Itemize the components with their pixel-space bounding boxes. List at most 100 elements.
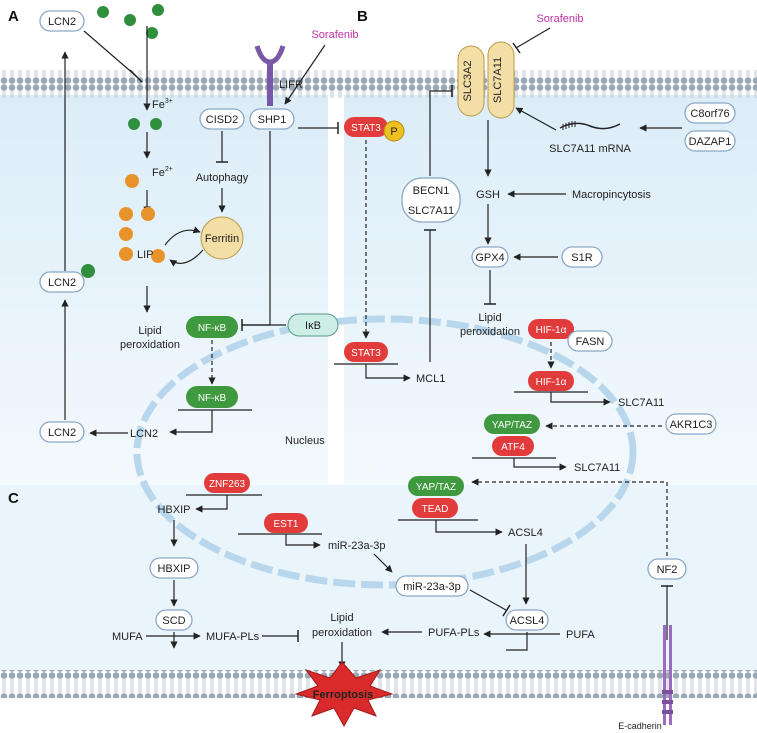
dazap1-label: DAZAP1 (689, 136, 732, 148)
hbxip-2-box (149, 557, 199, 579)
panel-b-label: B (357, 8, 368, 25)
acsl4-1-label: ACSL4 (508, 527, 543, 539)
hif-2-label: HIF-1α (536, 377, 567, 388)
ferroptosis-label: Ferroptosis (313, 689, 374, 701)
cytoplasm-region-top (0, 95, 757, 485)
mir-1-label: miR-23a-3p (328, 540, 385, 552)
mufa-pls-label: MUFA-PLs (206, 631, 260, 643)
acsl4-2-label: ACSL4 (510, 615, 545, 627)
ferroptosis-starburst (294, 661, 394, 728)
znf263-label: ZNF263 (209, 479, 246, 490)
yaptaz-box-1 (484, 414, 540, 434)
panel-divider (328, 95, 344, 485)
akr1c3-box (665, 413, 717, 435)
yap-2-label: YAP/TAZ (416, 482, 456, 493)
macropino-label: Macropincytosis (572, 189, 651, 201)
plasma-membrane-top (0, 70, 757, 98)
cytoplasm-region-bottom (0, 485, 757, 670)
lcn2-mid-label: LCN2 (48, 277, 76, 289)
fe3-label: Fe3+ (152, 98, 173, 111)
fe2-iron-dot (125, 174, 139, 188)
sorafenib-b-label: Sorafenib (536, 13, 583, 25)
mufa-label: MUFA (112, 631, 143, 643)
nfkb-box-2 (186, 386, 238, 408)
nfkb-1-label: NF-κB (198, 323, 227, 334)
panel-a-label: A (8, 8, 19, 25)
lipid-perox-b-line2: peroxidation (460, 326, 520, 338)
hif1a-box-1 (528, 319, 574, 339)
lcn2-box-low (39, 421, 85, 443)
scd-box (155, 609, 193, 631)
hbxip-1-label: HBXIP (157, 504, 190, 516)
c8orf76-label: C8orf76 (690, 108, 729, 120)
slc7a11-out2-label: SLC7A11 (574, 462, 620, 474)
yaptaz-box-2 (408, 476, 464, 496)
stat3p-box (344, 117, 388, 137)
lip-iron-dots (119, 227, 165, 263)
becn1-label: BECN1 (413, 185, 450, 197)
atf4-box (492, 436, 534, 456)
mrna-label: SLC7A11 mRNA (549, 143, 631, 155)
lcn2-top-label: LCN2 (48, 16, 76, 28)
lipid-perox-a-line1: Lipid (138, 325, 161, 337)
lipid-perox-c-line1: Lipid (330, 612, 353, 624)
lcn2-inhibit-line (83, 30, 137, 77)
phospho-circle (383, 120, 405, 142)
lifr-label: LIFR (279, 79, 303, 91)
slc7a11-box-label: SLC7A11 (408, 205, 454, 217)
dazap1-box (684, 130, 736, 152)
lip-label: LIP (137, 249, 154, 261)
mir-2-box (395, 575, 469, 597)
nf2-label: NF2 (657, 564, 678, 576)
fe2-label: Fe2+ (152, 166, 173, 179)
stat3-nuc-box (344, 342, 388, 362)
extracellular-iron-dots (97, 4, 164, 39)
hif-1-label: HIF-1α (536, 325, 567, 336)
hbxip-2-label: HBXIP (157, 563, 190, 575)
slc7a11-transporter (487, 41, 515, 119)
c8orf76-box (684, 102, 736, 124)
gpx4-label: GPX4 (475, 252, 504, 264)
fasn-label: FASN (576, 336, 605, 348)
lipid-perox-c-line2: peroxidation (312, 627, 372, 639)
lcn2-box-top (39, 10, 85, 32)
nucleus-envelope (133, 315, 637, 589)
ferritin-label: Ferritin (205, 233, 239, 245)
lcn2-nuc-label: LCN2 (130, 428, 158, 440)
ikb-box (287, 313, 339, 337)
s1r-box (561, 246, 603, 268)
scd-label: SCD (162, 615, 185, 627)
nfkb-2-label: NF-κB (198, 393, 227, 404)
nfkb-box-1 (186, 316, 238, 338)
pufa-pls-label: PUFA-PLs (428, 627, 480, 639)
lcn2-box-mid (39, 271, 85, 293)
fe3-iron-dots (128, 118, 162, 130)
autophagy-label: Autophagy (196, 172, 249, 184)
s1r-label: S1R (571, 252, 592, 264)
becn1-slc7a11-complex (401, 177, 461, 223)
ikb-label: IκB (305, 320, 321, 332)
slc7a11-label: SLC7A11 (492, 57, 504, 103)
sorafenib-a-label: Sorafenib (311, 29, 358, 41)
mir-2-label: miR-23a-3p (403, 581, 460, 593)
est1-label: EST1 (273, 519, 298, 530)
est1-box (264, 513, 308, 533)
acsl4-2-box (505, 609, 549, 631)
lipid-perox-b-line1: Lipid (478, 312, 501, 324)
akr1c3-label: AKR1C3 (670, 419, 713, 431)
slc3a2-label: SLC3A2 (462, 61, 474, 102)
lipid-perox-a-line2: peroxidation (120, 339, 180, 351)
gpx4-box (471, 246, 509, 268)
cisd2-box (199, 108, 245, 130)
nf2-box (647, 558, 687, 580)
cisd2-label: CISD2 (206, 114, 238, 126)
ferritin-circle (200, 216, 244, 260)
hif1a-box-2 (528, 371, 574, 391)
mcl1-label: MCL1 (416, 373, 445, 385)
p-label: P (390, 126, 397, 138)
tead-label: TEAD (422, 504, 449, 515)
shp1-label: SHP1 (258, 114, 287, 126)
e-cadherin-receptor (662, 625, 673, 725)
